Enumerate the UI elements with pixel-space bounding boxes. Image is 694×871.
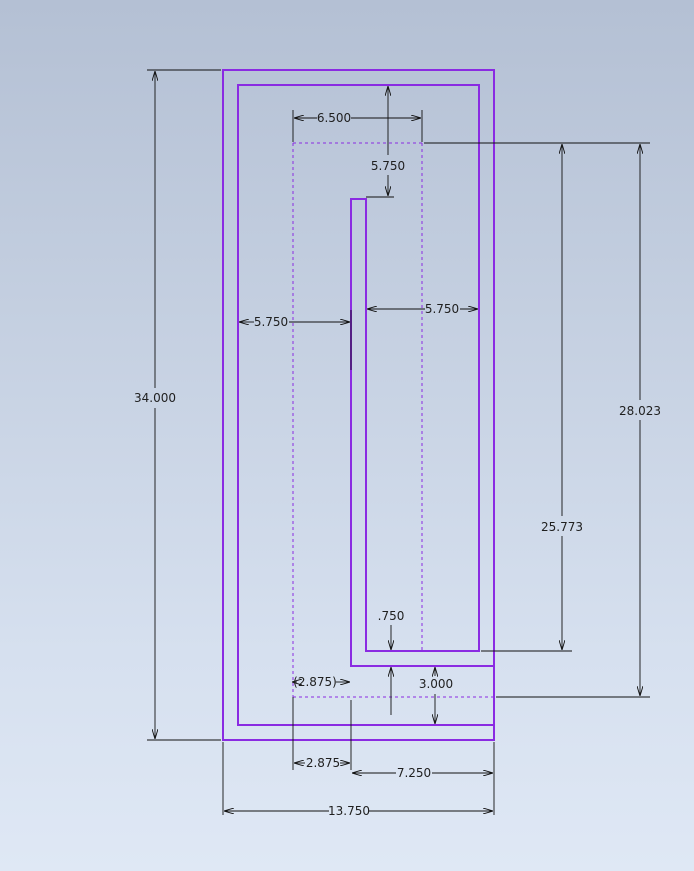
dim-overall-width[interactable]: 13.750 (222, 742, 492, 818)
dim-label: (2.875) (293, 675, 337, 689)
dim-label: 5.750 (371, 159, 405, 173)
dim-overall-height[interactable]: 34.000 (134, 69, 221, 741)
dim-label: 13.750 (328, 804, 370, 818)
dim-left-bottom[interactable]: 2.875 (292, 697, 352, 770)
dim-right-bottom[interactable]: 7.250 (353, 742, 495, 815)
dim-top-gap[interactable]: 5.750 (366, 87, 405, 198)
inner-frame (237, 84, 494, 726)
dim-outer-height[interactable]: 28.023 (496, 145, 661, 698)
outer-frame (222, 69, 495, 741)
dim-ref-offset[interactable]: (2.875) (293, 675, 349, 689)
dim-bottom-gap[interactable]: 3.000 (419, 668, 453, 723)
dim-small-gap[interactable]: .750 (378, 609, 405, 715)
dim-label: 2.875 (306, 756, 340, 770)
sketch-outline[interactable] (222, 69, 495, 741)
dim-right-offset[interactable]: 5.750 (368, 302, 477, 316)
dim-label: .750 (378, 609, 405, 623)
dim-inner-height[interactable]: 25.773 (424, 142, 650, 652)
dim-label: 5.750 (425, 302, 459, 316)
dim-label: 7.250 (397, 766, 431, 780)
dim-label: 6.500 (317, 111, 351, 125)
dim-label: 5.750 (254, 315, 288, 329)
dim-label: 34.000 (134, 391, 176, 405)
dim-label: 3.000 (419, 677, 453, 691)
dim-label: 25.773 (541, 520, 583, 534)
dim-top-width[interactable]: 6.500 (292, 110, 423, 142)
dim-left-offset[interactable]: 5.750 (240, 310, 352, 370)
dim-label: 28.023 (619, 404, 661, 418)
